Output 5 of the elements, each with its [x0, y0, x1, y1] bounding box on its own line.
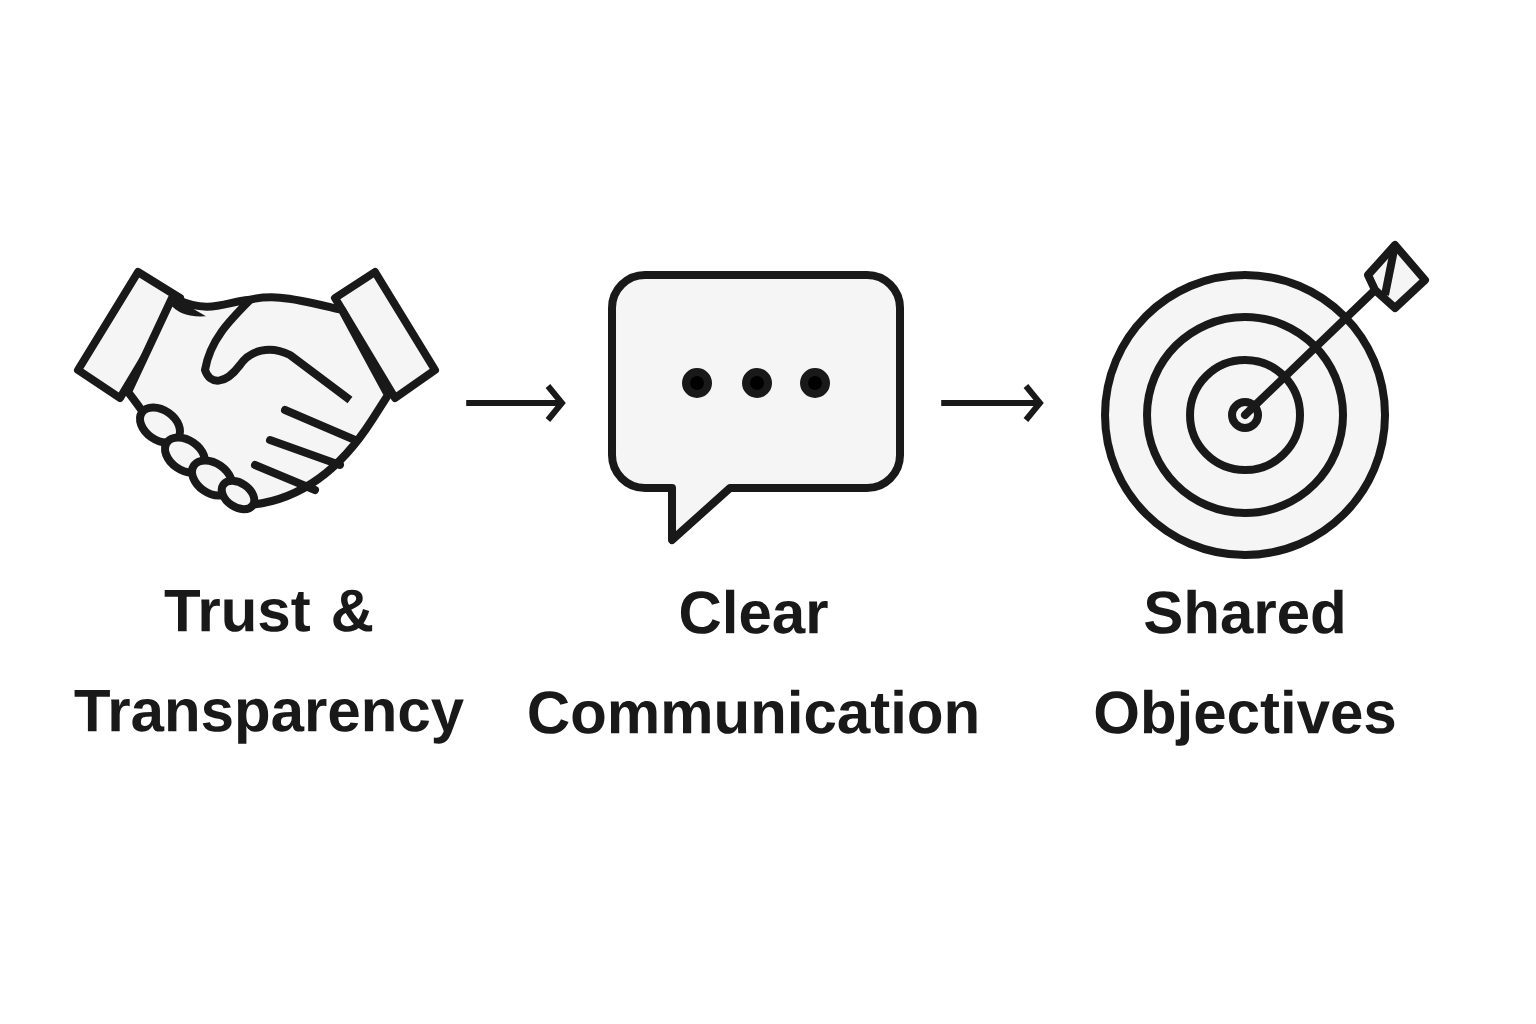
arrow — [941, 384, 1044, 422]
icon-label: Shared Objectives — [1095, 589, 1395, 746]
icon-label: Trust & Transparency — [74, 589, 464, 744]
icon-label: Clear Communication — [529, 589, 977, 734]
arrow — [466, 384, 566, 422]
